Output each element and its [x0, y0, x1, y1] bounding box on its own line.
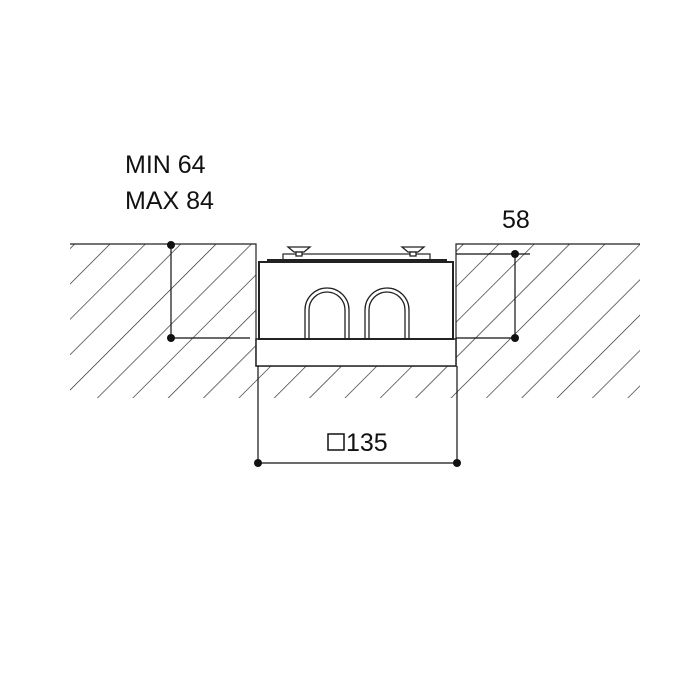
- fixture-housing: [258, 261, 454, 340]
- dimension-lines: [170, 245, 530, 464]
- plate-edge: [267, 259, 447, 262]
- spring-clip-right: [400, 246, 426, 257]
- height-label: 58: [502, 206, 530, 234]
- ceiling-section: [70, 244, 640, 398]
- cable-entry-left: [304, 287, 350, 339]
- spring-clip-left: [286, 246, 312, 257]
- width-label: 135: [346, 429, 388, 457]
- min-depth-label: MIN 64: [125, 151, 206, 179]
- cable-entry-right: [364, 287, 410, 339]
- max-depth-label: MAX 84: [125, 187, 214, 215]
- fixture-bezel: [255, 338, 457, 367]
- square-symbol-icon: [327, 433, 345, 451]
- dimension-dots: [167, 241, 519, 467]
